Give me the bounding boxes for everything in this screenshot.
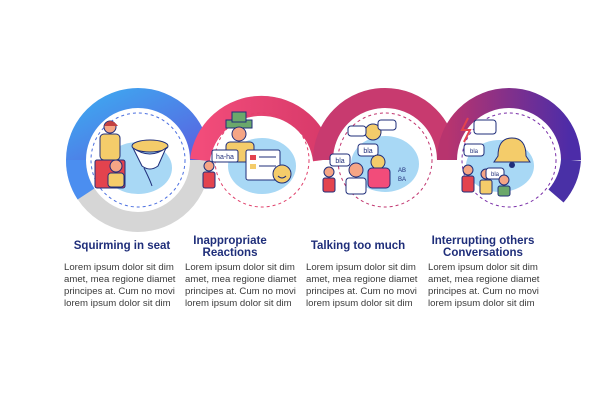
step-2-line-4: lorem ipsum dolor sit dim <box>185 298 292 309</box>
pink-arc <box>190 95 333 162</box>
child-head <box>109 159 123 173</box>
step-2-line-2: amet, mea regione diamet <box>185 274 297 285</box>
listener-head <box>323 166 335 178</box>
talking-people-speech-bubbles-icon: bla bla AB BA <box>322 112 433 208</box>
woman-hair <box>370 154 386 170</box>
step-2-line-1: Lorem ipsum dolor sit dim <box>185 262 295 273</box>
step-3-description: Lorem ipsum dolor sit dim amet, mea regi… <box>306 262 422 310</box>
child-body <box>107 172 125 188</box>
small-person-body <box>202 171 216 189</box>
step-3-line-2: amet, mea regione diamet <box>306 274 418 285</box>
person-a-head <box>462 164 474 176</box>
step-4-description: Lorem ipsum dolor sit dim amet, mea regi… <box>428 262 544 310</box>
bubble-1 <box>347 125 367 137</box>
wave-colored-segments <box>65 88 581 203</box>
step-4-line-3: principes at. Cum no movi <box>428 286 539 297</box>
step-2-title: Inappropriate Reactions <box>193 235 267 259</box>
person-body <box>99 133 121 161</box>
covering-ears-body <box>345 177 367 195</box>
step-2-line-3: principes at. Cum no movi <box>185 286 296 297</box>
person-b-body <box>479 179 493 195</box>
interrupt-bubble-1 <box>473 119 497 135</box>
interrupt-bubble-3 <box>485 167 505 180</box>
laughing-head <box>231 126 247 142</box>
dashed-ring-4 <box>461 112 557 208</box>
tornado-top <box>131 139 169 153</box>
person-hair <box>104 121 118 126</box>
haha-text: ha-ha <box>216 154 234 161</box>
small-person-head <box>203 160 215 172</box>
smiling-face <box>272 164 292 184</box>
interrupting-people-bell-icon: bla bla <box>460 112 557 208</box>
step-1-title: Squirming in seat <box>73 240 171 252</box>
tornado-body <box>132 146 168 170</box>
listener-body <box>322 177 336 193</box>
step-2-description: Lorem ipsum dolor sit dim amet, mea regi… <box>185 262 301 310</box>
step-4-line-1: Lorem ipsum dolor sit dim <box>428 262 538 273</box>
bubble-bla-left <box>329 153 351 167</box>
step-4-line-2: amet, mea regione diamet <box>428 274 540 285</box>
bla-text-4: bla <box>491 172 500 178</box>
person-c-head <box>498 174 510 186</box>
bla-text-1: bla <box>335 158 344 165</box>
haha-bubble <box>211 149 239 163</box>
person-c-body <box>497 185 511 197</box>
covering-ears-head <box>348 162 364 178</box>
step-1-line-2: amet, mea regione diamet <box>64 274 176 285</box>
bla-text-2: bla <box>363 148 372 155</box>
step-3-line-3: principes at. Cum no movi <box>306 286 417 297</box>
step-3-title: Talking too much <box>310 240 406 252</box>
blue-arc-tail <box>65 159 95 200</box>
person-a-body <box>461 175 475 193</box>
step-1-line-1: Lorem ipsum dolor sit dim <box>64 262 174 273</box>
dashed-ring-3 <box>337 112 433 208</box>
purple-arc-tail <box>548 158 581 203</box>
step-1-line-3: principes at. Cum no movi <box>64 286 175 297</box>
check-box-1 <box>250 155 256 160</box>
step-3-line-4: lorem ipsum dolor sit dim <box>306 298 413 309</box>
lightning-icon <box>460 117 472 143</box>
bell-clapper <box>509 162 515 168</box>
step-3-line-1: Lorem ipsum dolor sit dim <box>306 262 416 273</box>
abc-letters-1: AB <box>398 168 406 174</box>
tornado-tail <box>143 167 153 187</box>
step-4-line-4: lorem ipsum dolor sit dim <box>428 298 535 309</box>
dashed-ring-2 <box>214 112 310 208</box>
abc-letters-2: BA <box>398 177 406 183</box>
step-1-description: Lorem ipsum dolor sit dim amet, mea regi… <box>64 262 180 310</box>
woman-body <box>367 167 391 189</box>
hat-top <box>231 111 247 123</box>
step-4-title: Interrupting others Conversations <box>431 235 535 259</box>
bubble-2 <box>377 119 397 131</box>
purple-arc <box>437 88 581 161</box>
laughing-person-checklist-icon: ha-ha <box>202 111 310 208</box>
step-1-line-4: lorem ipsum dolor sit dim <box>64 298 171 309</box>
blue-arc <box>66 88 210 161</box>
interrupt-bubble-2 <box>463 143 485 157</box>
magenta-arc <box>313 88 457 161</box>
bubble-bla-mid <box>357 143 379 157</box>
check-box-2 <box>250 164 256 169</box>
bell-icon <box>493 137 531 163</box>
bla-text-3: bla <box>470 149 479 155</box>
smile-mouth <box>277 175 287 179</box>
squirming-person-tornado-icon <box>90 112 186 208</box>
dashed-ring-1 <box>90 112 186 208</box>
